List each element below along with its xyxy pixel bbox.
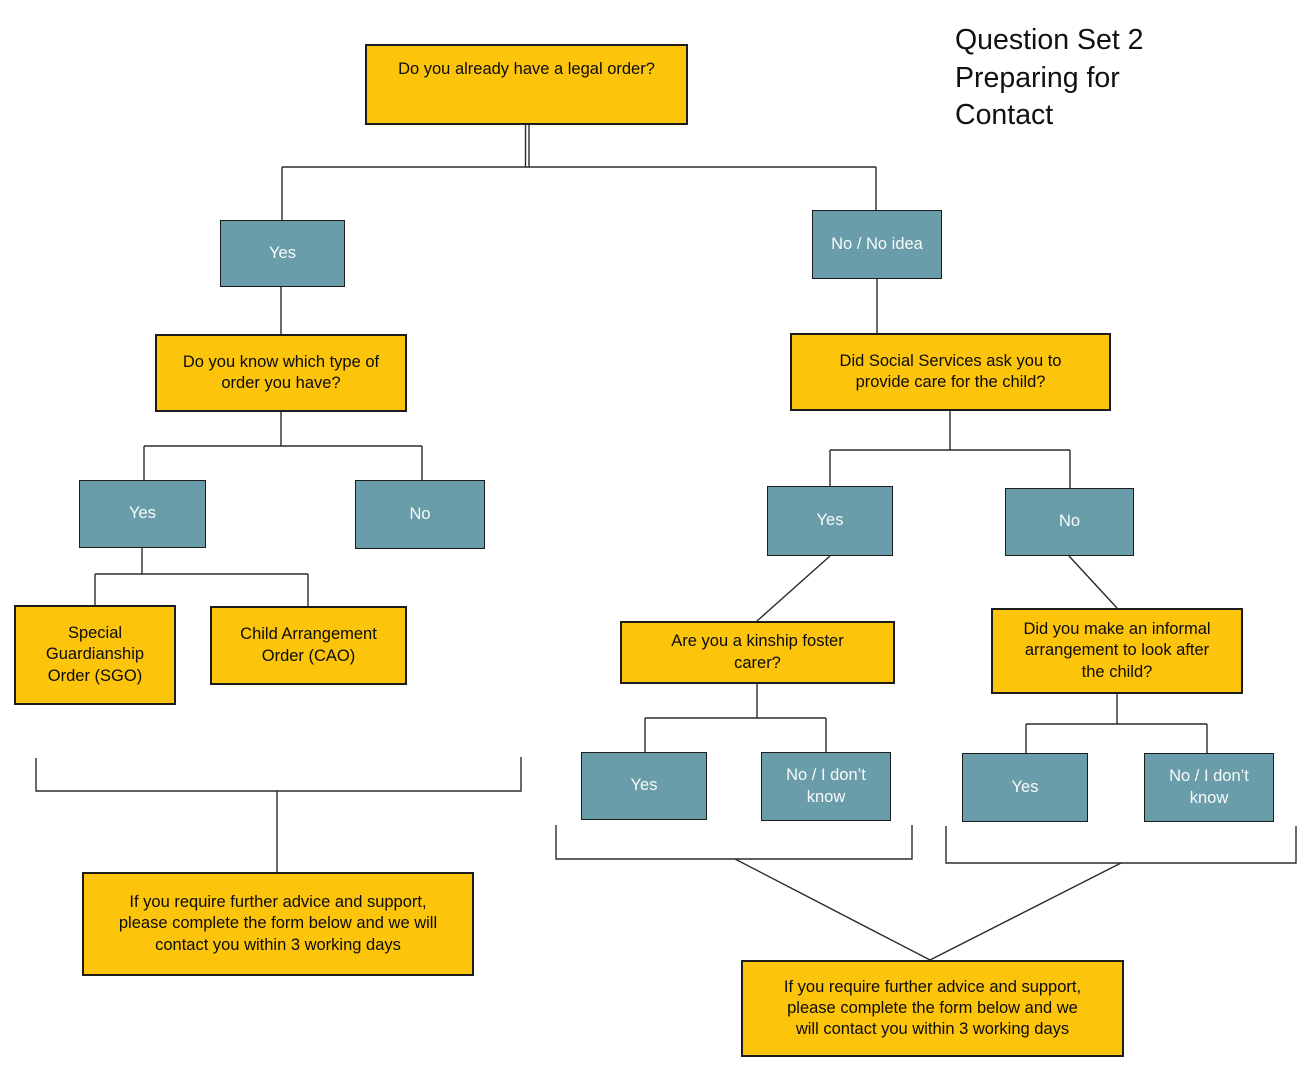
diagram-title: Question Set 2 Preparing for Contact xyxy=(955,24,1144,132)
node-answer-yes-informal: Yes xyxy=(962,753,1088,822)
connector-split-legal xyxy=(281,166,877,220)
bracket-middle xyxy=(555,825,931,961)
bracket-right xyxy=(929,826,1297,961)
node-question-order-type: Do you know which type of order you have… xyxy=(155,334,407,412)
node-sgo: Special Guardianship Order (SGO) xyxy=(14,605,176,705)
node-advice-bottom: If you require further advice and suppor… xyxy=(741,960,1124,1057)
node-answer-yes-order-type: Yes xyxy=(79,480,206,548)
node-answer-no-social: No xyxy=(1005,488,1134,556)
node-question-informal-arrangement: Did you make an informal arrangement to … xyxy=(991,608,1243,694)
connector-yes2r-kinship xyxy=(756,555,831,622)
node-answer-yes-social: Yes xyxy=(767,486,893,556)
node-cao: Child Arrangement Order (CAO) xyxy=(210,606,407,685)
connector-no2r-informal xyxy=(1068,555,1118,609)
node-answer-no-order-type: No xyxy=(355,480,485,549)
bracket-left xyxy=(35,757,522,872)
node-answer-no-dont-know-informal: No / I don’t know xyxy=(1144,753,1274,822)
connector-split-sgo-cao xyxy=(94,548,309,606)
node-answer-yes-legal: Yes xyxy=(220,220,345,287)
node-question-legal-order: Do you already have a legal order? xyxy=(365,44,688,125)
node-answer-yes-kinship: Yes xyxy=(581,752,707,820)
node-advice-left: If you require further advice and suppor… xyxy=(82,872,474,976)
node-question-kinship-carer: Are you a kinship foster carer? xyxy=(620,621,895,684)
connector-split-informal xyxy=(1025,694,1208,753)
connector-split-social xyxy=(829,411,1071,488)
node-answer-no-dont-know-kinship: No / I don’t know xyxy=(761,752,891,821)
connector-split-kinship xyxy=(644,684,827,752)
connector-split-order-type xyxy=(143,412,423,480)
node-answer-no-no-idea: No / No idea xyxy=(812,210,942,279)
connector-top-stem xyxy=(524,125,530,167)
node-question-social-services: Did Social Services ask you to provide c… xyxy=(790,333,1111,411)
